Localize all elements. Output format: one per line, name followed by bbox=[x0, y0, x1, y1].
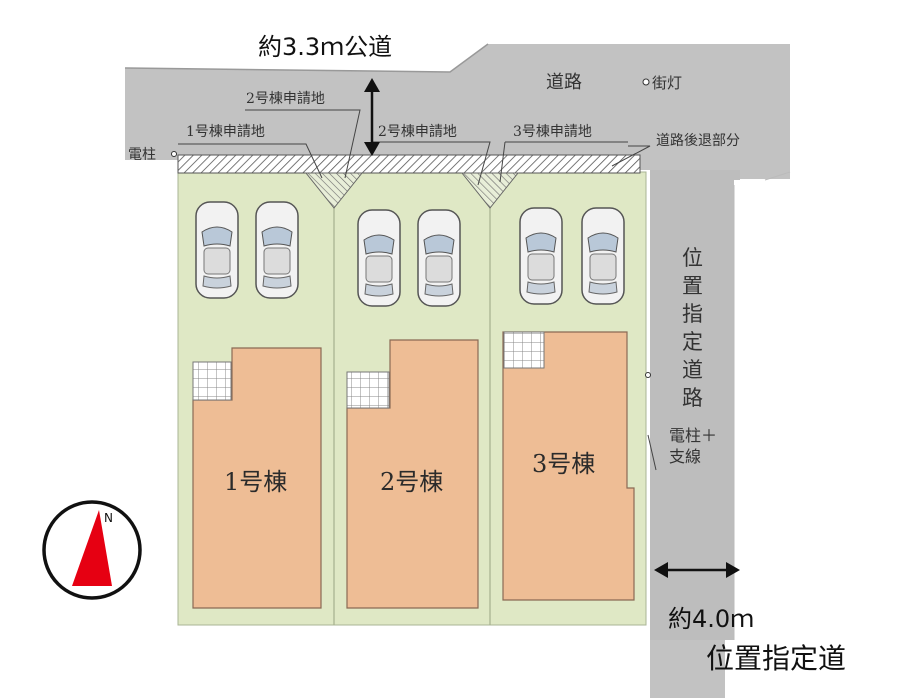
designated-road-width-label: 約4.0ｍ bbox=[668, 605, 754, 633]
pole-guy-label-line1: 電柱＋ bbox=[669, 426, 717, 445]
vertical-char-5: 道 bbox=[682, 358, 703, 382]
vertical-char-4: 定 bbox=[682, 330, 703, 354]
utility-pole-label: 電柱 bbox=[128, 147, 156, 163]
setback-label: 道路後退部分 bbox=[656, 133, 740, 149]
vertical-char-6: 路 bbox=[682, 386, 703, 410]
building-2 bbox=[346, 339, 479, 609]
vertical-char-3: 指 bbox=[682, 302, 703, 326]
building-3-label: 3号棟 bbox=[532, 450, 595, 478]
compass: N bbox=[42, 500, 142, 600]
parked-car bbox=[255, 201, 299, 299]
pointer-lines bbox=[178, 109, 657, 471]
designated-road bbox=[650, 170, 794, 650]
utility-pole-marker bbox=[171, 151, 177, 157]
streetlight-label: 街灯 bbox=[652, 74, 682, 92]
vertical-char-1: 位 bbox=[682, 246, 703, 270]
road-width-arrow bbox=[364, 78, 380, 156]
setback-strip bbox=[177, 154, 641, 174]
utility-pole-guy-marker bbox=[645, 372, 651, 378]
pole-guy-label-line2: 支線 bbox=[669, 447, 701, 466]
lot2-application-label-right: 2号棟申請地 bbox=[378, 124, 457, 140]
parked-car bbox=[581, 207, 625, 305]
road-label: 道路 bbox=[546, 72, 582, 93]
building-2-label: 2号棟 bbox=[380, 468, 443, 496]
compass-north-letter: N bbox=[104, 511, 113, 525]
building-1-label: 1号棟 bbox=[224, 468, 287, 496]
parked-car bbox=[195, 201, 239, 299]
parked-car bbox=[417, 209, 461, 307]
parked-car bbox=[519, 207, 563, 305]
designated-road-vertical-label: 位 置 指 定 道 路 bbox=[682, 246, 703, 410]
public-road-width-label: 約3.3ｍ公道 bbox=[258, 33, 392, 61]
streetlight-marker bbox=[642, 78, 650, 86]
parking-cars bbox=[195, 201, 625, 307]
lot1-application-label: 1号棟申請地 bbox=[186, 124, 265, 140]
parked-car bbox=[357, 209, 401, 307]
designated-road-caption: 位置指定道 bbox=[706, 642, 846, 675]
building-1 bbox=[192, 347, 322, 609]
building-3 bbox=[502, 331, 635, 601]
lot3-application-label: 3号棟申請地 bbox=[513, 124, 592, 140]
designated-road-width-arrow bbox=[654, 562, 740, 578]
corner-cuts bbox=[304, 172, 520, 209]
lot2-application-label: 2号棟申請地 bbox=[246, 91, 325, 107]
vertical-char-2: 置 bbox=[682, 274, 703, 298]
